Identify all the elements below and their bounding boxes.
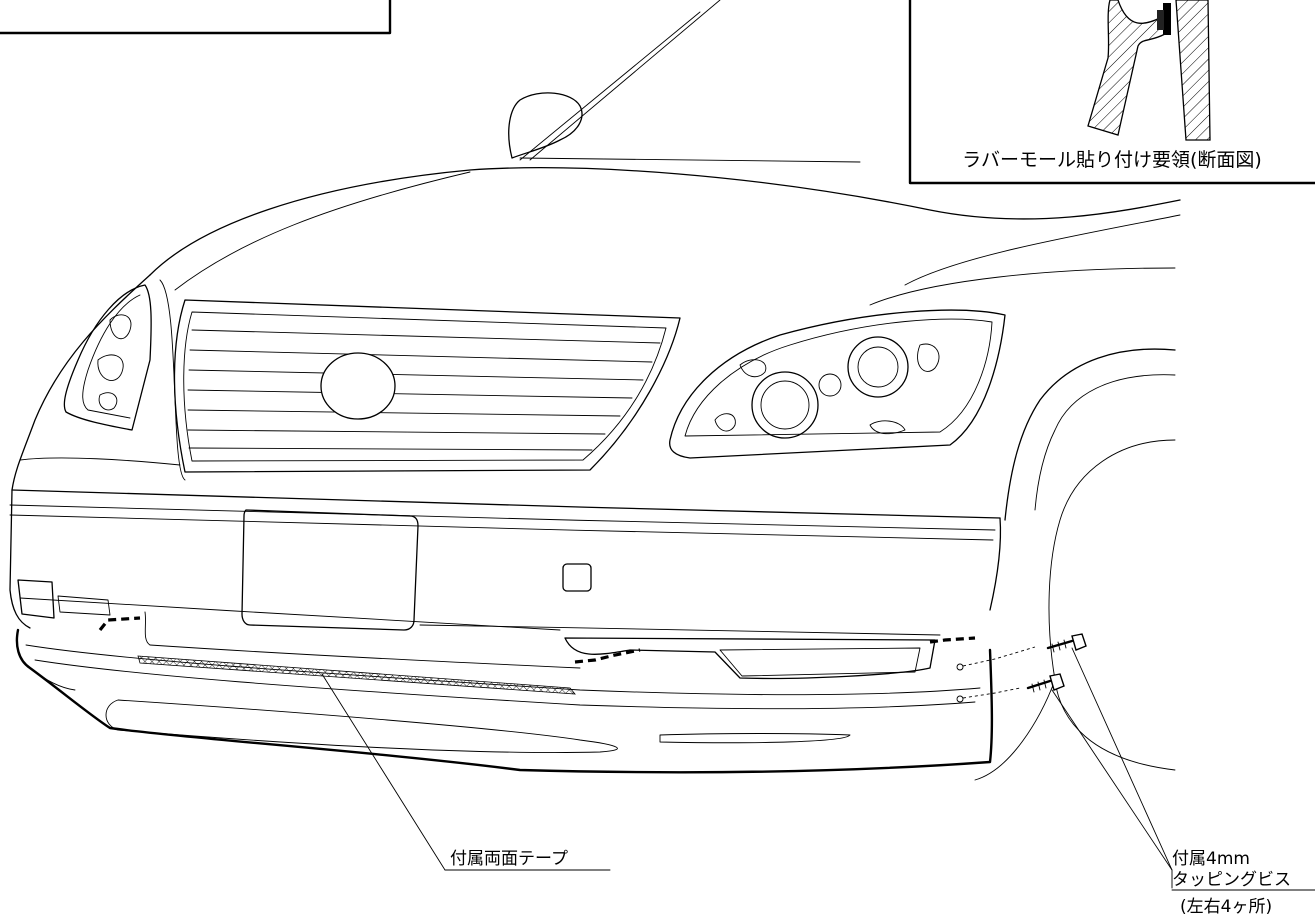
front-grille	[159, 279, 681, 481]
license-plate	[241, 509, 419, 631]
front-lip-spoiler	[15, 611, 994, 774]
front-bumper	[9, 489, 1002, 680]
mounting-dash-lines	[98, 616, 976, 664]
screw-callout-line1: 付属4mm	[1172, 849, 1250, 869]
top-left-note-box	[0, 0, 392, 35]
cross-section-inset: ラバーモール貼り付け要領(断面図)	[908, 0, 1315, 185]
leader-lines	[321, 647, 1173, 889]
inset-caption: ラバーモール貼り付け要領(断面図)	[962, 149, 1262, 171]
tapping-screw-icon	[1046, 633, 1087, 653]
tape-callout-label: 付属両面テープ	[450, 849, 568, 869]
screw-callout-line2: タッピングビス	[1172, 870, 1291, 890]
screw-callout-line3: (左右4ヶ所)	[1180, 897, 1272, 917]
screw-guide-lines	[956, 646, 1036, 703]
tapping-screw-icon	[1026, 673, 1065, 693]
left-headlight	[63, 284, 152, 431]
hood-body	[11, 167, 1181, 781]
right-headlight	[669, 309, 1006, 459]
side-mirror	[508, 0, 861, 163]
